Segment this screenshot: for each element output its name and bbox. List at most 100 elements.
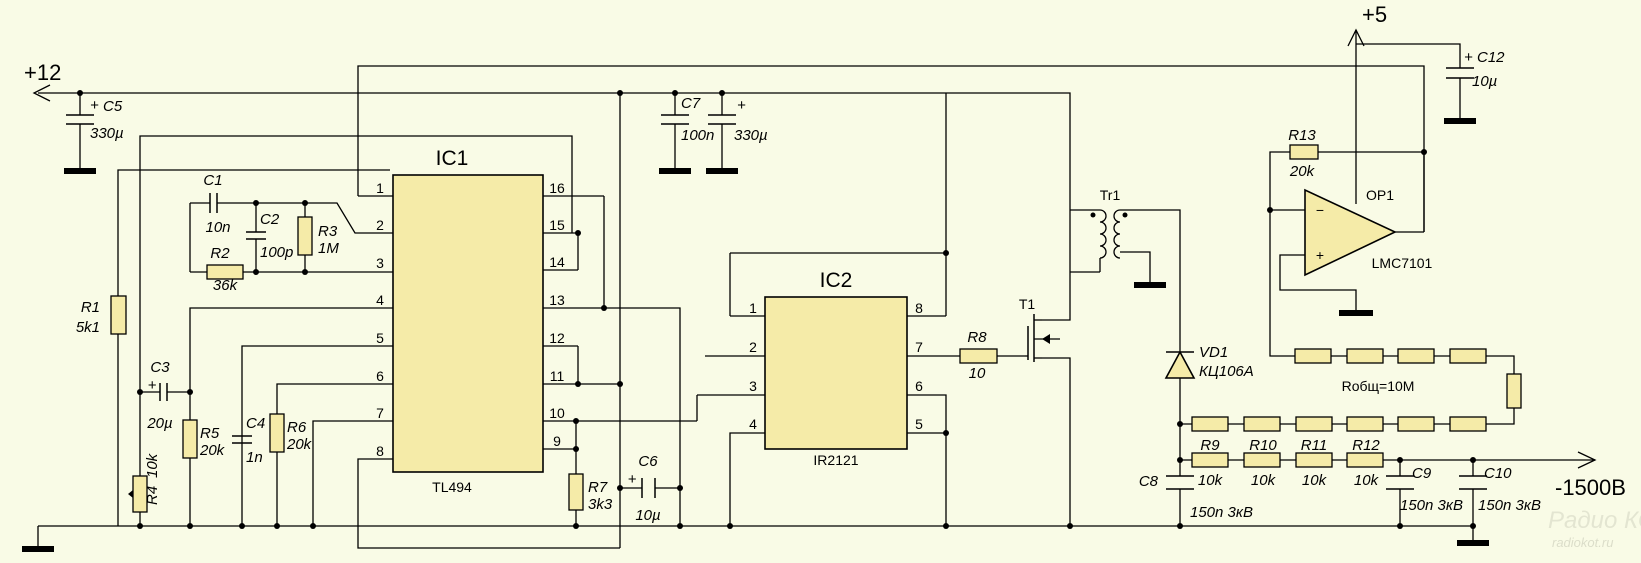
ground-symbol bbox=[659, 168, 691, 174]
r12-ref: R12 bbox=[1352, 437, 1380, 454]
arrow-up-icon bbox=[1347, 28, 1365, 47]
polarity-dot bbox=[1090, 212, 1096, 218]
resistor-chain bbox=[1295, 416, 1333, 432]
r1-value: 5k1 bbox=[76, 319, 100, 336]
resistor-r7 bbox=[568, 473, 584, 511]
ic1-part: TL494 bbox=[432, 479, 472, 495]
r3-ref: R3 bbox=[318, 223, 338, 240]
ic1-pin: 7 bbox=[376, 405, 384, 421]
c8-value: 150n 3кВ bbox=[1190, 504, 1253, 521]
junction-dot bbox=[239, 523, 245, 529]
r13-ref: R13 bbox=[1288, 127, 1316, 144]
ic1-pin: 5 bbox=[376, 330, 384, 346]
junction-dot bbox=[573, 523, 579, 529]
resistor-r5 bbox=[182, 419, 198, 459]
ic2-part: IR2121 bbox=[813, 452, 858, 468]
rails: +12 +5 -1500В bbox=[22, 2, 1626, 552]
ic2-pin: 5 bbox=[915, 416, 923, 432]
c6-ref: C6 bbox=[638, 453, 658, 470]
junction-dot bbox=[137, 523, 143, 529]
junction-dot bbox=[274, 523, 280, 529]
junction-dot bbox=[77, 90, 83, 96]
junction-dot bbox=[943, 430, 949, 436]
ic1-pin: 1 bbox=[376, 180, 384, 196]
ic2-pin: 8 bbox=[915, 300, 923, 316]
c8-ref: C8 bbox=[1139, 473, 1159, 490]
junction-dot bbox=[727, 523, 733, 529]
c10-ref: C10 bbox=[1484, 465, 1512, 482]
rail-5v: +5 bbox=[1362, 2, 1387, 27]
junction-dot bbox=[1470, 523, 1476, 529]
c9-value: 150n 3кВ bbox=[1400, 497, 1463, 514]
resistor-r2 bbox=[206, 264, 244, 280]
ic2-pin: 3 bbox=[749, 378, 757, 394]
r2-ref: R2 bbox=[210, 245, 230, 262]
ic2-ref: IC2 bbox=[820, 269, 853, 292]
ic1-pin: 2 bbox=[376, 217, 384, 233]
resistor-chain bbox=[1449, 348, 1487, 364]
r11-value: 10k bbox=[1302, 472, 1328, 489]
ic1-pin: 11 bbox=[550, 368, 565, 384]
r5-value: 20k bbox=[199, 442, 226, 459]
junction-dot bbox=[617, 381, 623, 387]
r8-value: 10 bbox=[969, 365, 986, 382]
c5-value: 330µ bbox=[90, 125, 124, 142]
junction-dot bbox=[677, 485, 683, 491]
r4-value: 10k bbox=[144, 452, 161, 478]
ground-symbol bbox=[1444, 118, 1476, 124]
c7b-plus: + bbox=[737, 97, 746, 114]
resistor-r10 bbox=[1243, 452, 1281, 468]
op1-body bbox=[1304, 188, 1397, 277]
junction-dot bbox=[573, 446, 579, 452]
r13-value: 20k bbox=[1289, 163, 1316, 180]
junction-dot bbox=[601, 305, 607, 311]
ic1-body bbox=[392, 174, 544, 473]
c2-ref: C2 bbox=[260, 211, 280, 228]
wiper-arrow-icon bbox=[128, 490, 133, 498]
ic2-pin: 1 bbox=[749, 300, 757, 316]
ic2: IC2 IR2121 1 2 3 4 8 7 6 5 bbox=[749, 269, 923, 468]
c3-plus: + bbox=[148, 377, 157, 394]
secondary-coil bbox=[1113, 209, 1121, 259]
diode-body bbox=[1164, 350, 1196, 379]
arrow-right-icon bbox=[1577, 451, 1597, 469]
resistor-chain bbox=[1346, 416, 1384, 432]
ic2-pin: 4 bbox=[749, 416, 757, 432]
junction-dot bbox=[302, 269, 308, 275]
watermark-logo: Радио КОТ bbox=[1548, 507, 1641, 534]
junction-dot bbox=[253, 200, 259, 206]
ic1-ref: IC1 bbox=[436, 147, 469, 170]
c5-plus: + bbox=[90, 97, 99, 114]
junction-dot bbox=[1397, 523, 1403, 529]
ic1-pin: 14 bbox=[549, 254, 565, 270]
resistor-chain bbox=[1397, 416, 1435, 432]
chain-label: Rобщ=10M bbox=[1342, 378, 1415, 394]
ic1-pin: 13 bbox=[549, 292, 565, 308]
resistor-chain bbox=[1397, 348, 1435, 364]
ground-symbol bbox=[1339, 310, 1373, 316]
junction-dot bbox=[943, 523, 949, 529]
r9-value: 10k bbox=[1198, 472, 1224, 489]
ic1-pin: 12 bbox=[549, 330, 565, 346]
resistor-r11 bbox=[1295, 452, 1333, 468]
junction-dot bbox=[1470, 457, 1476, 463]
op1: − + OP1 LMC7101 bbox=[1304, 187, 1433, 316]
junction-dot bbox=[1397, 457, 1403, 463]
c1-ref: C1 bbox=[203, 172, 222, 189]
junction-dot bbox=[575, 381, 581, 387]
junction-dot bbox=[187, 523, 193, 529]
polarity-dot bbox=[1122, 212, 1128, 218]
junction-dot bbox=[573, 418, 579, 424]
rail-hv: -1500В bbox=[1555, 475, 1626, 500]
tr1-ref: Tr1 bbox=[1100, 187, 1121, 203]
c12-value: 10µ bbox=[1472, 73, 1497, 90]
resistor-chain bbox=[1243, 416, 1281, 432]
wires bbox=[38, 30, 1595, 549]
resistor-chain bbox=[1191, 416, 1229, 432]
junction-dot bbox=[617, 485, 623, 491]
c6-value: 10µ bbox=[635, 507, 660, 524]
junction-dot bbox=[1177, 457, 1183, 463]
ic1-pin: 15 bbox=[549, 217, 565, 233]
junction-dot bbox=[617, 90, 623, 96]
junction-dot bbox=[187, 389, 193, 395]
